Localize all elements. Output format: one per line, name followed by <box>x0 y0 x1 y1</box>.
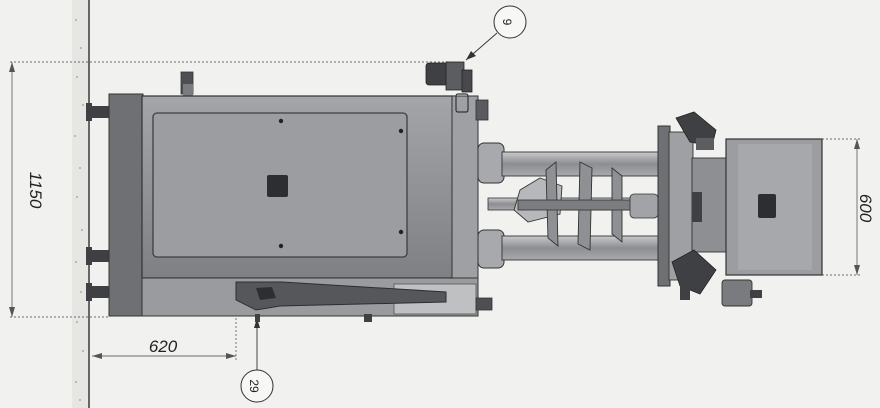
dimension-height-label: 1150 <box>26 172 45 209</box>
dimension-offset-label: 620 <box>149 337 178 356</box>
dimension-width-label: 600 <box>856 194 875 223</box>
dimension-offset <box>92 310 237 362</box>
callout-29-label: 29 <box>247 379 261 393</box>
wall <box>72 0 90 408</box>
callout-29 <box>240 318 274 403</box>
dimension-height <box>9 61 455 318</box>
shaft-assembly <box>477 142 663 269</box>
callout-9-label: 9 <box>500 19 514 26</box>
machine-body <box>86 61 493 322</box>
head-assembly <box>657 111 823 307</box>
callout-9 <box>465 5 527 61</box>
